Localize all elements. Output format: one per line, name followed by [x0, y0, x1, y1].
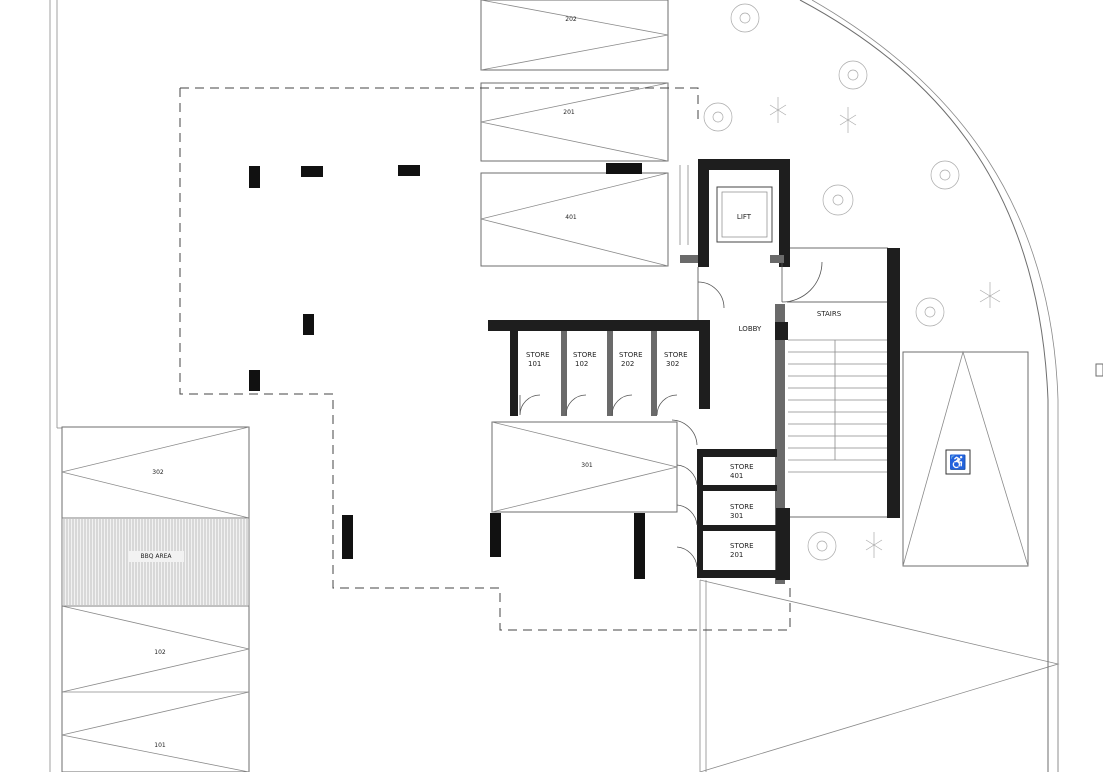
store-row-top	[488, 320, 710, 416]
store-201-number: 201	[730, 551, 743, 559]
lobby-walls	[697, 247, 900, 584]
store-102-number: 102	[575, 360, 588, 368]
store-302-label: STORE	[664, 351, 688, 359]
bottom-right-bay	[699, 570, 1060, 772]
structural-columns	[249, 163, 645, 579]
bay-label-202: 202	[565, 16, 577, 23]
stairs-label: STAIRS	[817, 310, 842, 318]
store-101-number: 101	[528, 360, 541, 368]
store-401-label: STORE	[730, 463, 754, 471]
bay-label-102: 102	[154, 649, 166, 656]
store-102-label: STORE	[573, 351, 597, 359]
store-202-number: 202	[621, 360, 634, 368]
left-parking-bays	[61, 426, 250, 772]
bay-label-301: 301	[581, 462, 593, 469]
store-301-label: STORE	[730, 503, 754, 511]
edge-marker	[1095, 363, 1103, 377]
bay-301	[491, 421, 678, 513]
lobby-label: LOBBY	[739, 325, 762, 333]
landscape-trees	[703, 3, 1001, 561]
accessible-bay: ♿	[902, 350, 1029, 567]
store-column-right	[671, 419, 790, 580]
building-outline	[179, 87, 791, 631]
store-301-number: 301	[730, 512, 743, 520]
curved-boundary	[799, 0, 1059, 772]
store-302-number: 302	[666, 360, 679, 368]
bbq-area-label: BBQ AREA	[140, 553, 172, 560]
top-parking-bays	[480, 0, 669, 267]
stair-treads	[788, 339, 887, 473]
store-401-number: 401	[730, 472, 743, 480]
bay-label-401: 401	[565, 214, 577, 221]
wheelchair-icon: ♿	[949, 454, 966, 471]
lift-label: LIFT	[737, 213, 752, 221]
bbq-hatch	[61, 517, 250, 607]
store-202-label: STORE	[619, 351, 643, 359]
store-201-label: STORE	[730, 542, 754, 550]
bay-label-101: 101	[154, 742, 166, 749]
lift-core	[679, 159, 790, 267]
bay-label-302: 302	[152, 469, 164, 476]
store-101-label: STORE	[526, 351, 550, 359]
bay-label-201: 201	[563, 109, 575, 116]
